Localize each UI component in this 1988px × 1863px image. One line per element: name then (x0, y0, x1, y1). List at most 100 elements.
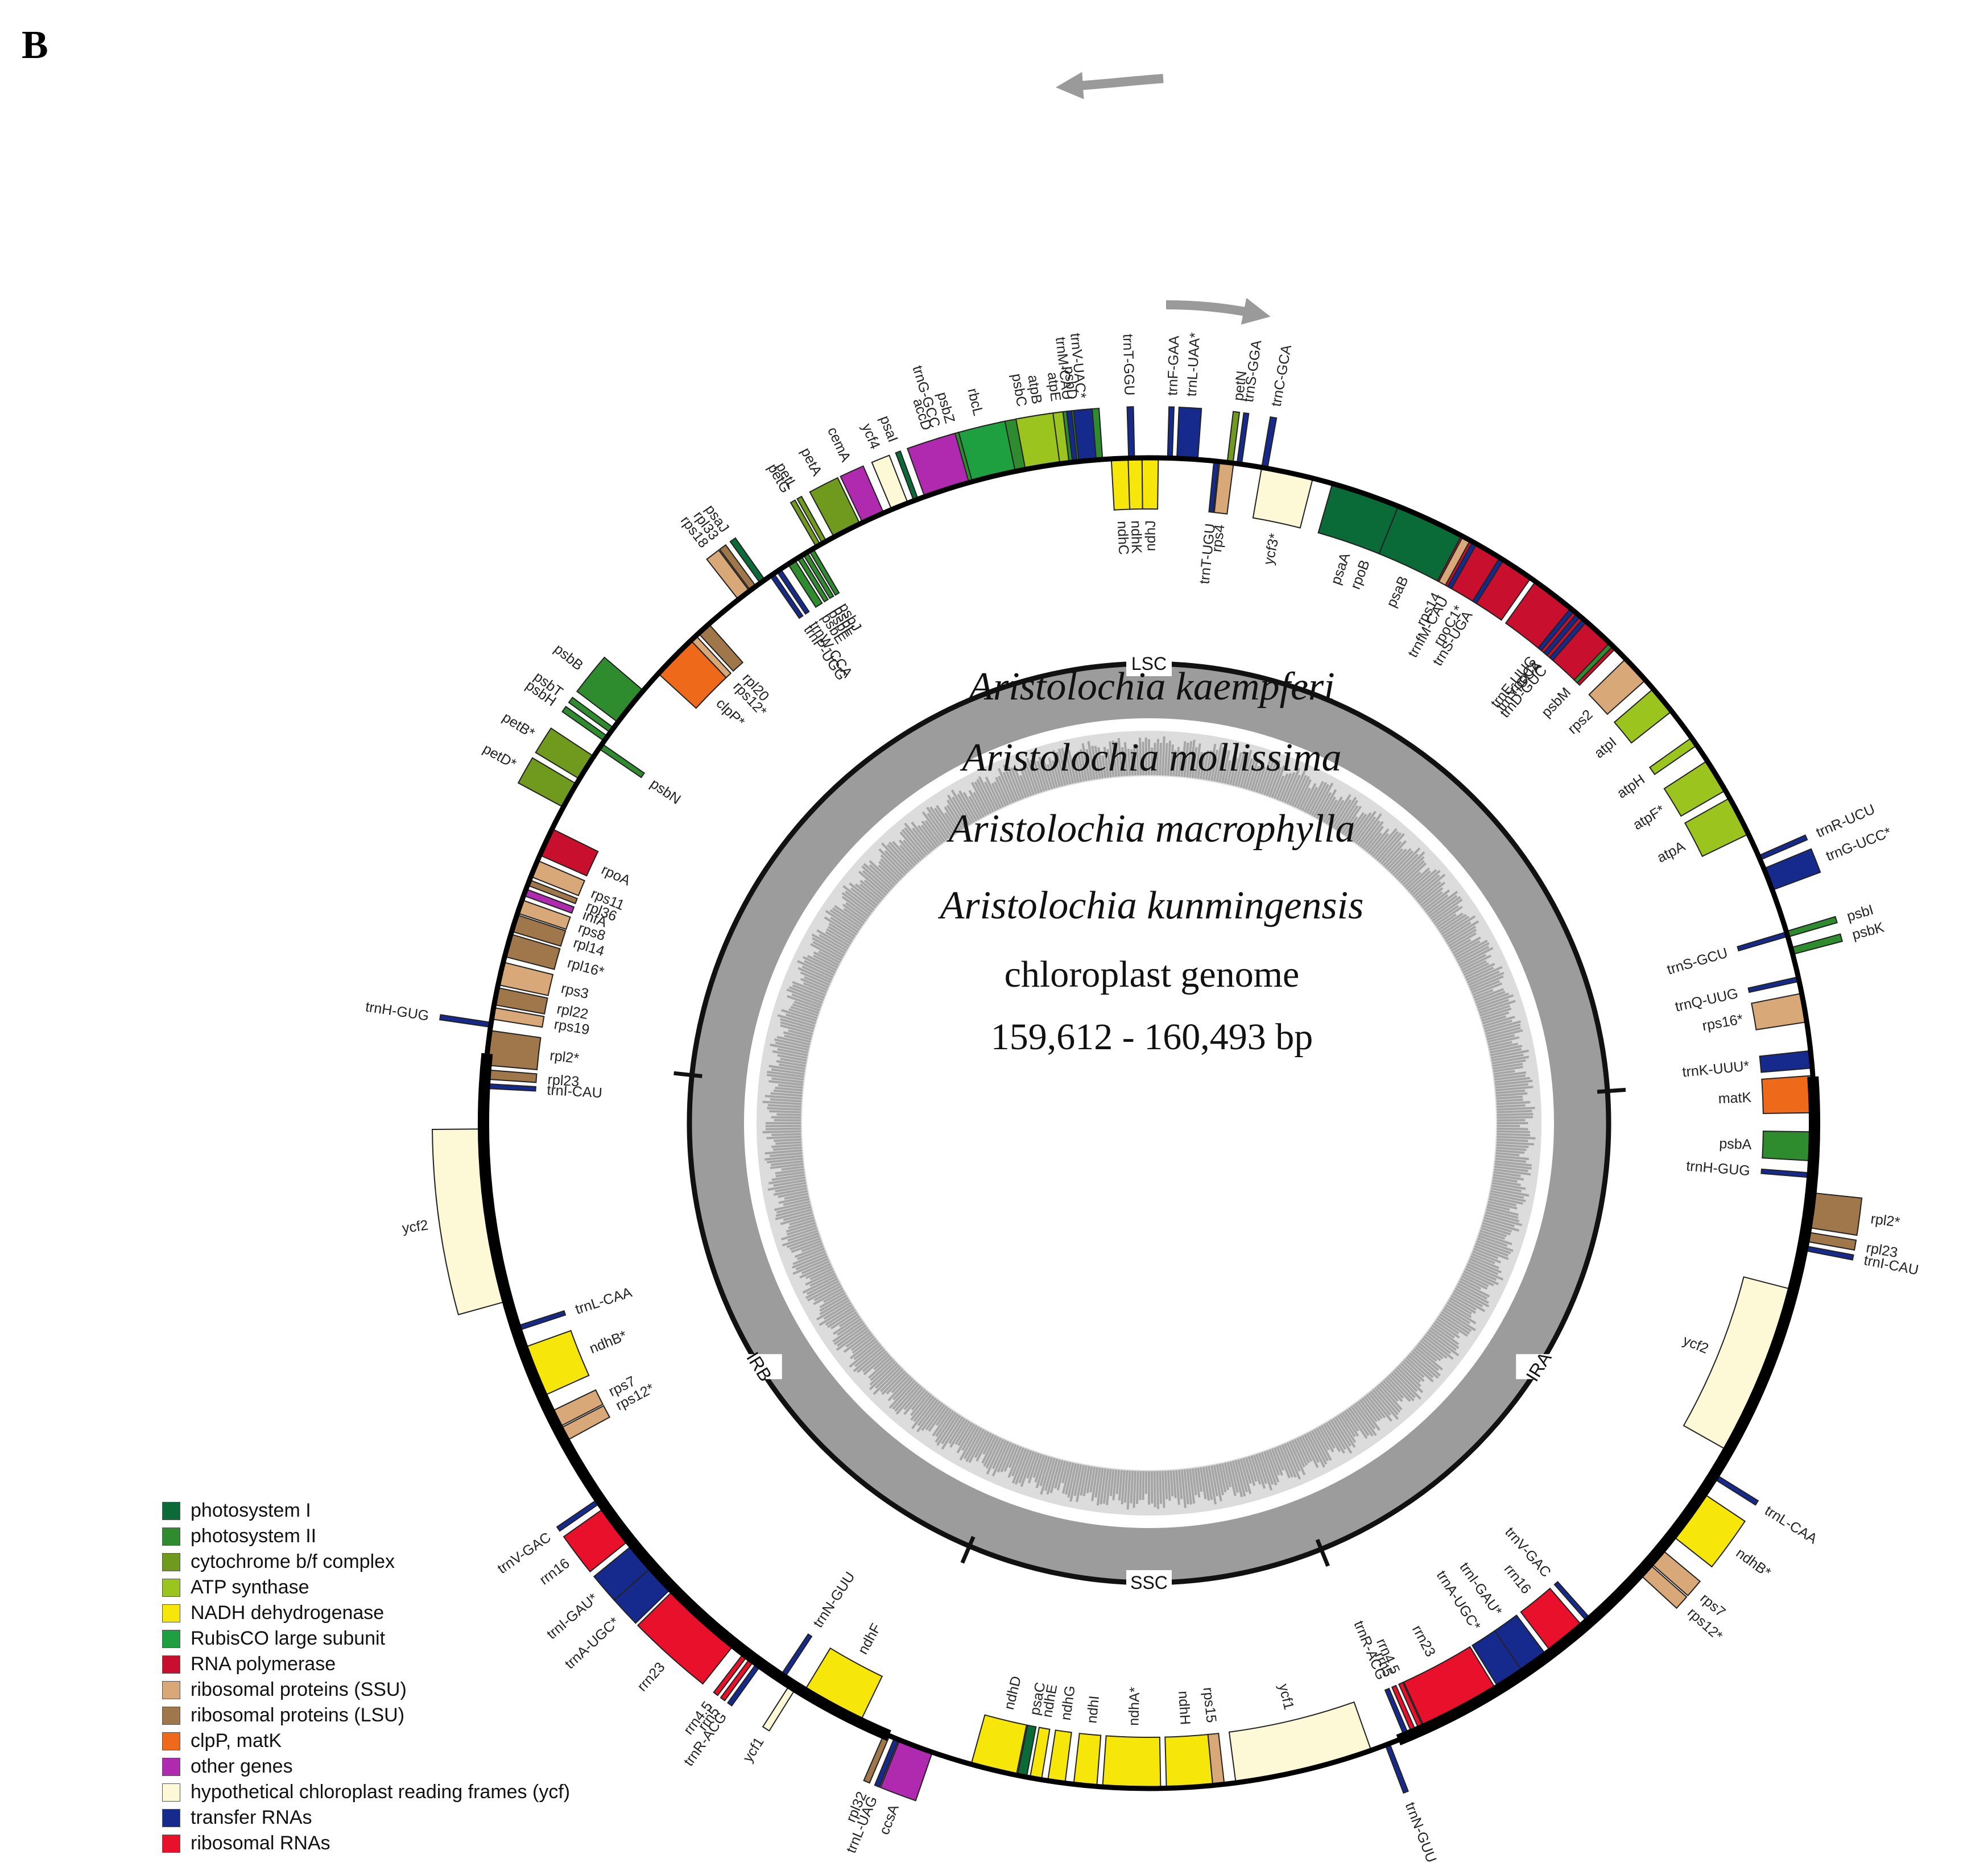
gene-block (779, 1633, 813, 1680)
gene-label: trnH-GUG (365, 999, 430, 1024)
gene-label: atpH (1614, 771, 1648, 801)
gene-label: rps3 (560, 980, 590, 1002)
legend-swatch (162, 1501, 180, 1520)
legend-swatch (162, 1604, 180, 1622)
gene-block (514, 1310, 567, 1332)
region-boundary-tick (1315, 1539, 1330, 1567)
legend-item: photosystem I (162, 1498, 570, 1523)
gene-label: psbD (1061, 366, 1080, 400)
gene-trnf-gaa: trnF-GAA (1164, 335, 1183, 459)
gene-block (1102, 1735, 1162, 1789)
legend-swatch (162, 1578, 180, 1597)
gene-label: rrn23 (634, 1659, 668, 1695)
gene-label: trnF-GAA (1164, 335, 1182, 396)
gene-label: ndhK (1128, 520, 1144, 554)
gene-label: ndhG (1058, 1684, 1078, 1721)
gene-label: ndhA* (1126, 1687, 1143, 1726)
legend-label: other genes (191, 1756, 293, 1777)
gene-rps7: rps7 (548, 1373, 638, 1429)
gene-label: trnL-UAA* (1184, 332, 1203, 397)
gene-ndhf: ndhF (803, 1621, 885, 1724)
inverted-repeat-thickening (478, 1053, 1820, 1746)
gene-psba: psbA (1719, 1131, 1815, 1162)
gene-label: petD* (480, 741, 519, 772)
legend-label: ribosomal RNAs (191, 1832, 330, 1854)
gene-block (1384, 1742, 1409, 1794)
gene-label: ndhH (1175, 1691, 1193, 1725)
legend-label: ATP synthase (191, 1576, 309, 1598)
gene-block (1167, 406, 1175, 459)
legend-swatch (162, 1552, 180, 1571)
legend-label: ribosomal proteins (LSU) (191, 1704, 405, 1726)
species-name-1: Aristolochia kaempferi (966, 665, 1335, 709)
gene-block (1141, 457, 1159, 510)
region-label-bg (1126, 1570, 1172, 1595)
gene-petn: petN (1226, 370, 1250, 464)
gene-label: rrn23 (1409, 1622, 1439, 1659)
gene-label: ycf3* (1260, 532, 1283, 566)
species-name-4: Aristolochia kunmingensis (938, 884, 1364, 928)
gene-label: petA (797, 445, 825, 479)
gene-ccsa: ccsA (877, 1739, 933, 1837)
legend-label: clpP, matK (191, 1730, 282, 1752)
gene-block (1751, 992, 1808, 1030)
legend-item: other genes (162, 1754, 570, 1779)
gene-label: trnC-GCA (1268, 343, 1295, 408)
gene-label: psbA (1719, 1136, 1752, 1153)
gene-ycf3-: ycf3* (1252, 466, 1314, 566)
legend-label: RubisCO large subunit (191, 1628, 386, 1649)
legend-swatch (162, 1732, 180, 1750)
legend-swatch (162, 1706, 180, 1725)
counterclockwise-arrow (1056, 72, 1164, 100)
clockwise-arrow (1165, 297, 1271, 325)
gene-label: psbB (551, 641, 586, 674)
genome-size-range: 159,612 - 160,493 bp (991, 1016, 1313, 1058)
gene-label: ycf2 (401, 1217, 429, 1236)
gene-trnh-gug: trnH-GUG (365, 999, 492, 1028)
gene-label: ndhD (1001, 1675, 1024, 1712)
gene-label: cemA (824, 425, 854, 465)
gene-ndhd: ndhD (970, 1675, 1027, 1776)
gene-label: rps2 (1565, 707, 1596, 738)
gene-block (1164, 1733, 1214, 1789)
region-label-bg (1516, 1354, 1562, 1380)
genome-type: chloroplast genome (1005, 954, 1300, 995)
gc-bars (762, 736, 1536, 1510)
gene-psbn: psbN (598, 743, 684, 808)
gene-block (1747, 976, 1800, 993)
gene-block (1127, 457, 1143, 510)
gene-label: atpI (1591, 734, 1619, 761)
gene-block (1648, 736, 1698, 776)
gene-label: ycf1 (1275, 1682, 1297, 1711)
gene-label: trnI-CAU (547, 1082, 603, 1101)
gene-block (483, 1083, 536, 1092)
legend-item: ATP synthase (162, 1575, 570, 1600)
gene-label: rrn16 (1501, 1561, 1534, 1597)
gene-label: rps15 (1200, 1687, 1219, 1724)
gene-label: rbcL (964, 387, 986, 417)
region-boundary-tick (1597, 1087, 1626, 1094)
gene-rpl2-: rpl2* (485, 1030, 580, 1070)
gene-label: ndhJ (1143, 520, 1159, 551)
gene-trnt-ggu: trnT-GGU (1120, 334, 1137, 459)
gene-label: ccsA (877, 1802, 902, 1837)
legend-item: ribosomal proteins (LSU) (162, 1703, 570, 1728)
gene-label: trnN-GUU (1402, 1800, 1440, 1863)
gene-trnn-guu: trnN-GUU (1384, 1742, 1440, 1863)
legend-swatch (162, 1783, 180, 1802)
gene-trnv-uac-: trnV-UAC* (1067, 332, 1097, 462)
species-name-3: Aristolochia macrophylla (947, 807, 1355, 851)
gene-label: petN (1230, 370, 1250, 402)
legend-swatch (162, 1808, 180, 1827)
gene-trnh-gug: trnH-GUG (1685, 1158, 1813, 1179)
legend-label: hypothetical chloroplast reading frames … (191, 1781, 571, 1803)
gene-label: rps16* (1701, 1011, 1744, 1034)
gene-block (485, 1030, 542, 1070)
gene-trnl-uag: trnL-UAG (843, 1737, 900, 1856)
legend-item: NADH dehydrogenase (162, 1600, 570, 1626)
gene-rpl23: rpl23 (484, 1069, 580, 1090)
gene-label: trnK-UUU* (1681, 1058, 1750, 1080)
gene-trns-gga: trnS-GGA (1236, 339, 1265, 465)
gene-ycf1: ycf1 (1228, 1682, 1372, 1784)
gene-label: psbM (1539, 684, 1574, 720)
